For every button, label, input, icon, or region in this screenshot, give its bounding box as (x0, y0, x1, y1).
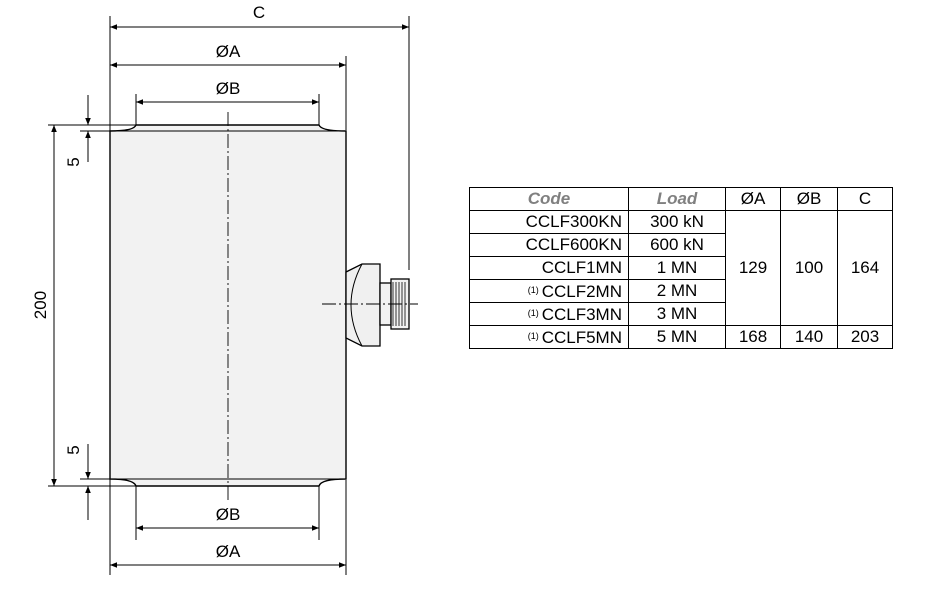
row-load: 1 MN (628, 256, 726, 280)
group-2-diameter-a: 168 (725, 325, 781, 349)
table-row: CCLF1MN 1 MN (469, 256, 893, 280)
header-load: Load (628, 187, 726, 211)
dim-label-a-bottom: ØA (216, 542, 241, 561)
dimension-lines (51, 24, 409, 568)
dim-label-a-top: ØA (216, 42, 241, 61)
row-load: 2 MN (628, 279, 726, 303)
row-load: 300 kN (628, 210, 726, 234)
dim-label-bottom-recess: 5 (64, 445, 83, 454)
row-load: 600 kN (628, 233, 726, 257)
specification-table: Code Load ØA ØB C CCLF300KN 300 kN 129 1… (469, 187, 893, 349)
row-code-cell: (1)CCLF5MN (469, 325, 629, 349)
row-code: CCLF1MN (469, 256, 629, 280)
centre-lines (227, 112, 418, 500)
table-row: (1)CCLF2MN 2 MN (469, 279, 893, 303)
row-code: CCLF5MN (541, 328, 622, 347)
row-code-cell: (1)CCLF3MN (469, 302, 629, 326)
group-1-c: 164 (837, 210, 893, 326)
row-code: CCLF300KN (469, 210, 629, 234)
group-2-diameter-b: 140 (780, 325, 838, 349)
header-diameter-a: ØA (725, 187, 781, 211)
header-c: C (837, 187, 893, 211)
row-code: CCLF600KN (469, 233, 629, 257)
dim-label-b-top: ØB (216, 79, 241, 98)
row-code: CCLF3MN (541, 305, 622, 324)
group-1-diameter-a: 129 (725, 210, 781, 326)
row-code-cell: (1)CCLF2MN (469, 279, 629, 303)
dim-label-c: C (253, 3, 265, 22)
connector (345, 263, 410, 347)
header-diameter-b: ØB (780, 187, 838, 211)
dim-label-b-bottom: ØB (216, 505, 241, 524)
table-row: CCLF300KN 300 kN 129 100 164 (469, 210, 893, 326)
row-load: 5 MN (628, 325, 726, 349)
row-load: 3 MN (628, 302, 726, 326)
table-row: (1)CCLF3MN 3 MN (469, 302, 893, 326)
footnote-marker: (1) (527, 285, 539, 295)
group-1-diameter-b: 100 (780, 210, 838, 326)
dim-label-top-recess: 5 (64, 157, 83, 166)
table-row: CCLF600KN 600 kN (469, 233, 893, 257)
footnote-marker: (1) (527, 331, 539, 341)
row-code: CCLF2MN (541, 282, 622, 301)
group-2-c: 203 (837, 325, 893, 349)
header-code: Code (469, 187, 629, 211)
dim-label-height: 200 (31, 291, 50, 319)
table-header-row: Code Load ØA ØB C (469, 187, 893, 211)
footnote-marker: (1) (527, 308, 539, 318)
table-row: (1)CCLF5MN 5 MN 168 140 203 (469, 325, 893, 349)
